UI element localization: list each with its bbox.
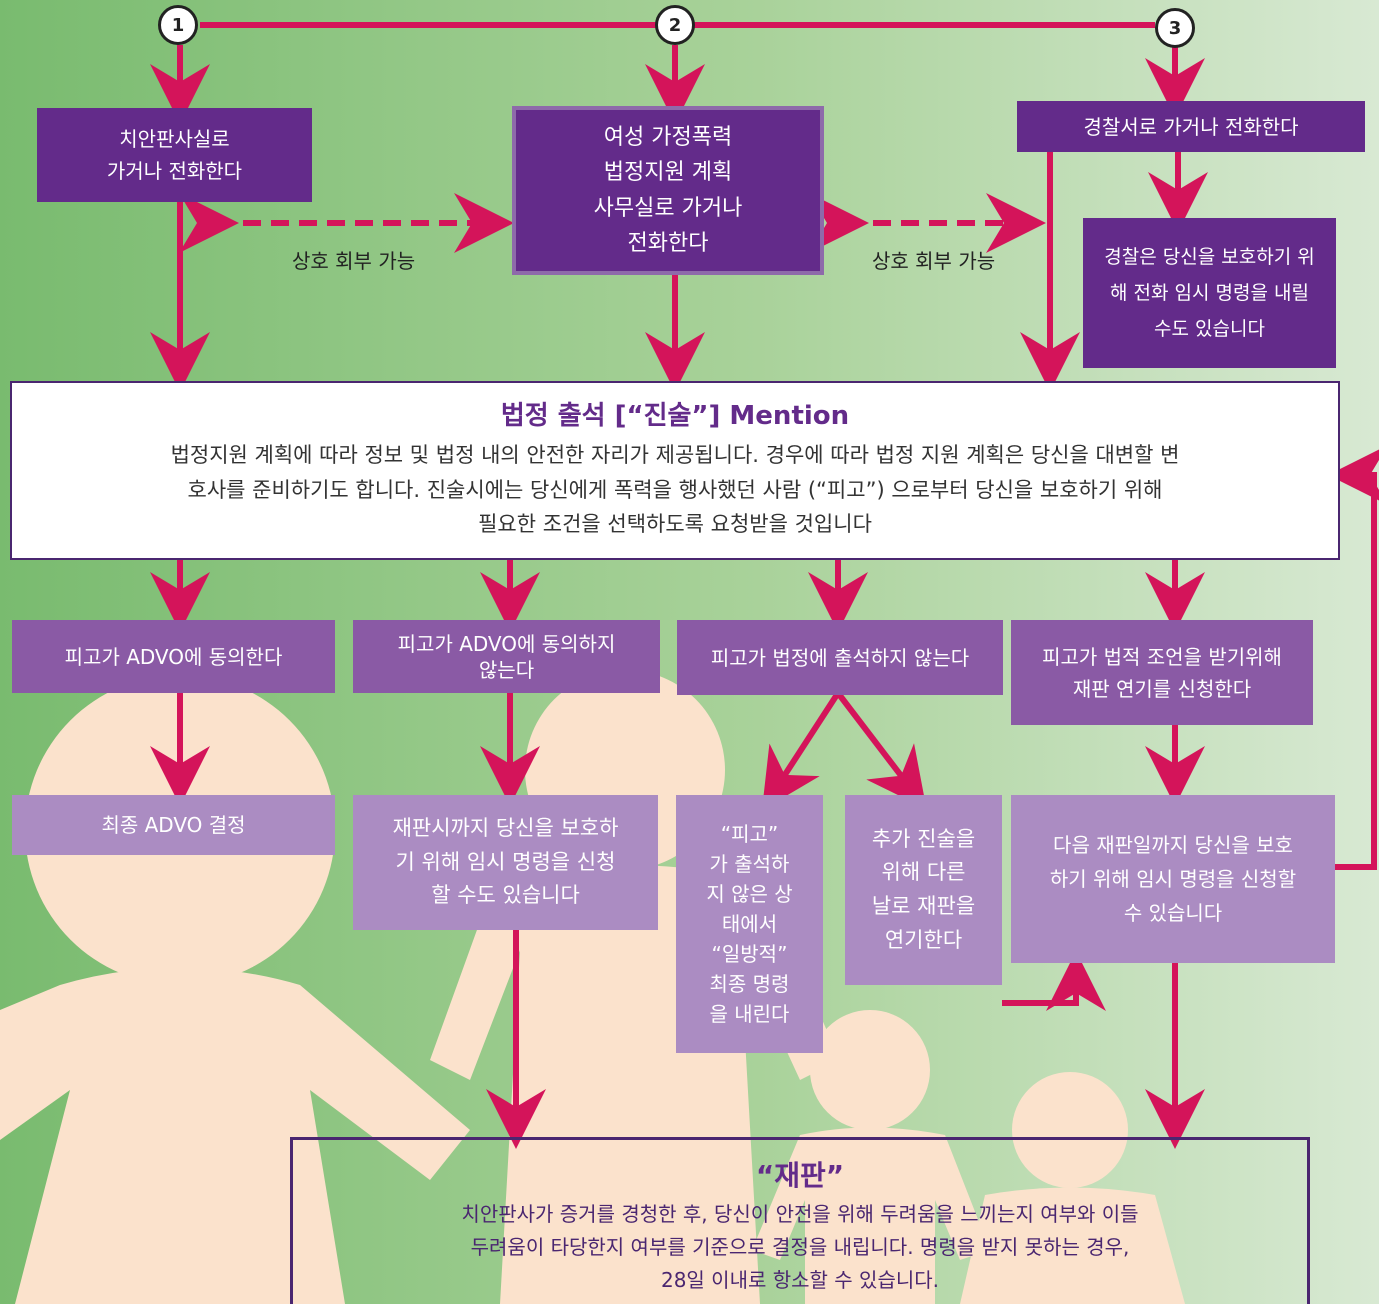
trial-title: “재판” [755,1159,845,1192]
step-number-2: 2 [655,5,695,45]
police-order-box: 경찰은 당신을 보호하기 위 해 전화 임시 명령을 내릴 수도 있습니다 [1083,218,1336,368]
trial-panel: “재판” 치안판사가 증거를 경청한 후, 당신이 안전을 위해 두려움을 느끼… [290,1137,1310,1304]
advocacy-office-box: 여성 가정폭력 법정지원 계획 사무실로 가거나 전화한다 [512,106,824,275]
ex-parte-box: “피고” 가 출석하 지 않은 상 태에서 “일방적” 최종 명령 을 내린다 [676,795,823,1053]
step-number-1: 1 [158,5,198,45]
interim-until-hearing-box: 재판시까지 당신을 보호하 기 위해 임시 명령을 신청 할 수도 있습니다 [353,795,658,930]
final-advo-box: 최종 ADVO 결정 [12,795,335,855]
mention-panel: 법정 출석 [“진술”] Mention 법정지원 계획에 따라 정보 및 법정… [10,381,1340,560]
judge-office-box: 치안판사실로 가거나 전화한다 [37,108,312,202]
police-box: 경찰서로 가거나 전화한다 [1017,101,1365,152]
adjourn-box: 피고가 법적 조언을 받기위해 재판 연기를 신청한다 [1011,620,1313,725]
referral-label-left: 상호 회부 가능 [292,249,416,273]
disagree-box: 피고가 ADVO에 동의하지 않는다 [353,620,660,693]
agree-box: 피고가 ADVO에 동의한다 [12,620,335,693]
referral-label-right: 상호 회부 가능 [872,249,996,273]
step-number-3: 3 [1155,8,1195,48]
mention-body: 법정지원 계획에 따라 정보 및 법정 내의 안전한 자리가 제공됩니다. 경우… [170,443,1180,537]
trial-body: 치안판사가 증거를 경청한 후, 당신이 안전을 위해 두려움을 느끼는지 여부… [461,1202,1139,1292]
another-day-box: 추가 진술을 위해 다른 날로 재판을 연기한다 [845,795,1002,985]
absent-box: 피고가 법정에 출석하지 않는다 [677,620,1003,695]
mention-title: 법정 출석 [“진술”] Mention [500,401,850,431]
interim-next-date-box: 다음 재판일까지 당신을 보호 하기 위해 임시 명령을 신청할 수 있습니다 [1011,795,1335,963]
